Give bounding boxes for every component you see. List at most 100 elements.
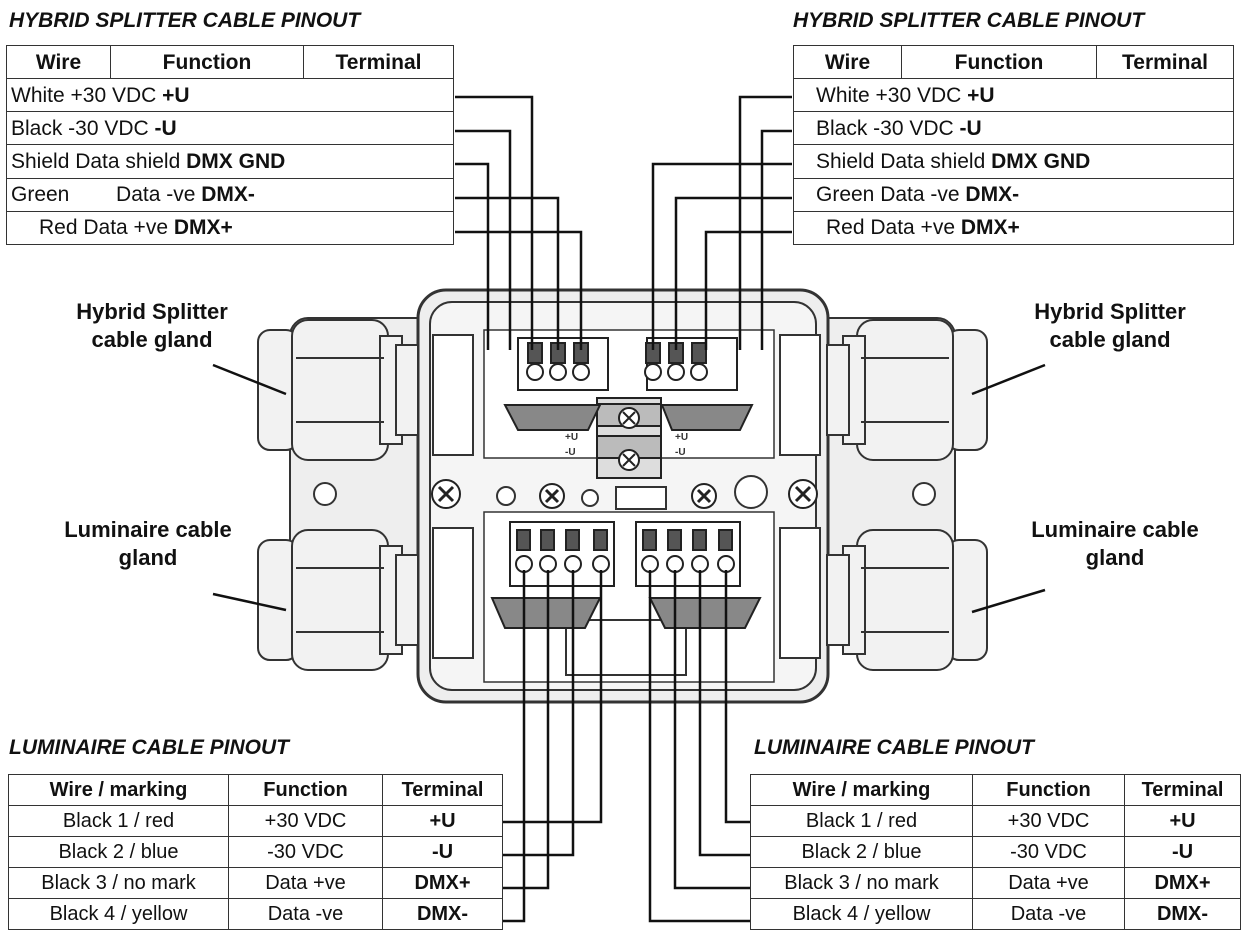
wire-row-white: White +30 VDC +U: [793, 78, 1234, 113]
table-row: Red Data +ve DMX+: [6, 210, 454, 246]
cable-gland-top-right: [826, 319, 988, 461]
header-wire-marking: Wire / marking: [750, 774, 973, 806]
cell-wire: Black 3 / no mark: [750, 867, 973, 899]
header-terminal: Terminal: [303, 44, 454, 80]
label-line: Hybrid Splitter: [1034, 299, 1186, 324]
label-line: cable gland: [1049, 327, 1171, 352]
table-header-row: Wire / marking Function Terminal: [8, 774, 503, 806]
terminal-block-luminaire-right: [635, 521, 762, 629]
table-row: Shield Data shield DMX GND: [793, 144, 1234, 179]
wires-luminaire-left: [500, 570, 603, 923]
row-text: Shield Data shield: [11, 150, 187, 174]
table-row: Black -30 VDC -U: [793, 111, 1234, 146]
row-terminal: +U: [162, 83, 190, 107]
cable-gland-bottom-right: [826, 529, 988, 671]
table-row: Black 2 / blue -30 VDC -U: [8, 836, 503, 868]
table-row: Black 1 / red +30 VDC +U: [750, 805, 1241, 837]
header-terminal: Terminal: [382, 774, 503, 806]
header-wire: Wire: [6, 44, 111, 80]
label-line: Luminaire cable: [64, 517, 232, 542]
table-row: White +30 VDC +U: [793, 78, 1234, 113]
wire-row-red: Red Data +ve DMX+: [793, 210, 1234, 246]
wire-row-black: Black -30 VDC -U: [793, 111, 1234, 146]
cell-wire: Black 3 / no mark: [8, 867, 229, 899]
pcb-marking-left-plus: +U: [565, 432, 578, 443]
table-header-row: Wire Function Terminal: [793, 44, 1234, 80]
cell-terminal: +U: [382, 805, 503, 837]
cell-terminal: -U: [382, 836, 503, 868]
table-row: Black 4 / yellow Data -ve DMX-: [750, 898, 1241, 930]
cable-gland-bottom-left: [257, 529, 419, 671]
row-text: White +30 VDC: [11, 83, 163, 107]
leader-lines: [212, 363, 1046, 614]
label-line: cable gland: [91, 327, 213, 352]
cell-terminal: DMX-: [1124, 898, 1241, 930]
cell-terminal: -U: [1124, 836, 1241, 868]
table-row: Shield Data shield DMX GND: [6, 144, 454, 179]
cell-function: -30 VDC: [228, 836, 383, 868]
label-hybrid-splitter-gland-left: Hybrid Splitter cable gland: [32, 298, 272, 354]
table-hybrid-splitter-left: Wire Function Terminal White +30 VDC +U …: [6, 44, 454, 246]
terminal-block-hybrid-right: [644, 337, 754, 431]
label-hybrid-splitter-gland-right: Hybrid Splitter cable gland: [990, 298, 1230, 354]
row-text: Shield Data shield: [816, 150, 992, 174]
label-luminaire-gland-right: Luminaire cable gland: [995, 516, 1235, 572]
wire-row-green: Green Data -ve DMX-: [793, 177, 1234, 212]
title-hybrid-splitter-right: HYBRID SPLITTER CABLE PINOUT: [793, 9, 1145, 32]
title-luminaire-right: LUMINAIRE CABLE PINOUT: [754, 736, 1034, 759]
cell-wire: Black 2 / blue: [8, 836, 229, 868]
terminal-block-hybrid-left: [503, 337, 609, 431]
wire-row-shield: Shield Data shield DMX GND: [793, 144, 1234, 179]
wire-row-red: Red Data +ve DMX+: [6, 210, 454, 246]
table-row: Black 3 / no mark Data +ve DMX+: [750, 867, 1241, 899]
wire-row-black: Black -30 VDC -U: [6, 111, 454, 146]
row-terminal: DMX GND: [991, 150, 1091, 174]
title-luminaire-left: LUMINAIRE CABLE PINOUT: [9, 736, 289, 759]
terminal-block-luminaire-left: [490, 521, 615, 629]
label-line: gland: [118, 545, 178, 570]
cell-function: -30 VDC: [972, 836, 1125, 868]
cell-terminal: +U: [1124, 805, 1241, 837]
row-terminal: -U: [154, 116, 177, 140]
row-text: Black -30 VDC: [11, 116, 155, 140]
row-terminal: +U: [967, 83, 995, 107]
cell-wire: Black 4 / yellow: [750, 898, 973, 930]
cell-function: Data +ve: [972, 867, 1125, 899]
wire-row-shield: Shield Data shield DMX GND: [6, 144, 454, 179]
header-terminal: Terminal: [1124, 774, 1241, 806]
header-function: Function: [228, 774, 383, 806]
table-row: Black 3 / no mark Data +ve DMX+: [8, 867, 503, 899]
header-wire: Wire: [793, 44, 902, 80]
header-function: Function: [901, 44, 1097, 80]
mounting-holes: [313, 475, 936, 509]
cell-wire: Black 1 / red: [8, 805, 229, 837]
wires-luminaire-right: [648, 570, 750, 923]
row-text: Green Data -ve: [11, 183, 202, 207]
table-header-row: Wire / marking Function Terminal: [750, 774, 1241, 806]
row-terminal: DMX-: [965, 183, 1020, 207]
table-row: Black 2 / blue -30 VDC -U: [750, 836, 1241, 868]
row-terminal: DMX+: [960, 216, 1020, 240]
header-function: Function: [972, 774, 1125, 806]
row-terminal: -U: [959, 116, 982, 140]
row-text: Black -30 VDC: [816, 116, 960, 140]
row-terminal: DMX GND: [186, 150, 286, 174]
table-row: Black 4 / yellow Data -ve DMX-: [8, 898, 503, 930]
title-hybrid-splitter-left: HYBRID SPLITTER CABLE PINOUT: [9, 9, 361, 32]
cell-wire: Black 2 / blue: [750, 836, 973, 868]
cell-terminal: DMX+: [382, 867, 503, 899]
cell-wire: Black 1 / red: [750, 805, 973, 837]
row-text: Green Data -ve: [816, 183, 966, 207]
wires-hybrid-right: [651, 95, 792, 350]
cell-terminal: DMX+: [1124, 867, 1241, 899]
table-hybrid-splitter-right: Wire Function Terminal White +30 VDC +U …: [793, 44, 1234, 246]
label-line: Hybrid Splitter: [76, 299, 228, 324]
header-terminal: Terminal: [1096, 44, 1234, 80]
table-row: Black -30 VDC -U: [6, 111, 454, 146]
row-text: Red Data +ve: [39, 216, 174, 240]
cell-terminal: DMX-: [382, 898, 503, 930]
label-luminaire-gland-left: Luminaire cable gland: [28, 516, 268, 572]
label-line: Luminaire cable: [1031, 517, 1199, 542]
